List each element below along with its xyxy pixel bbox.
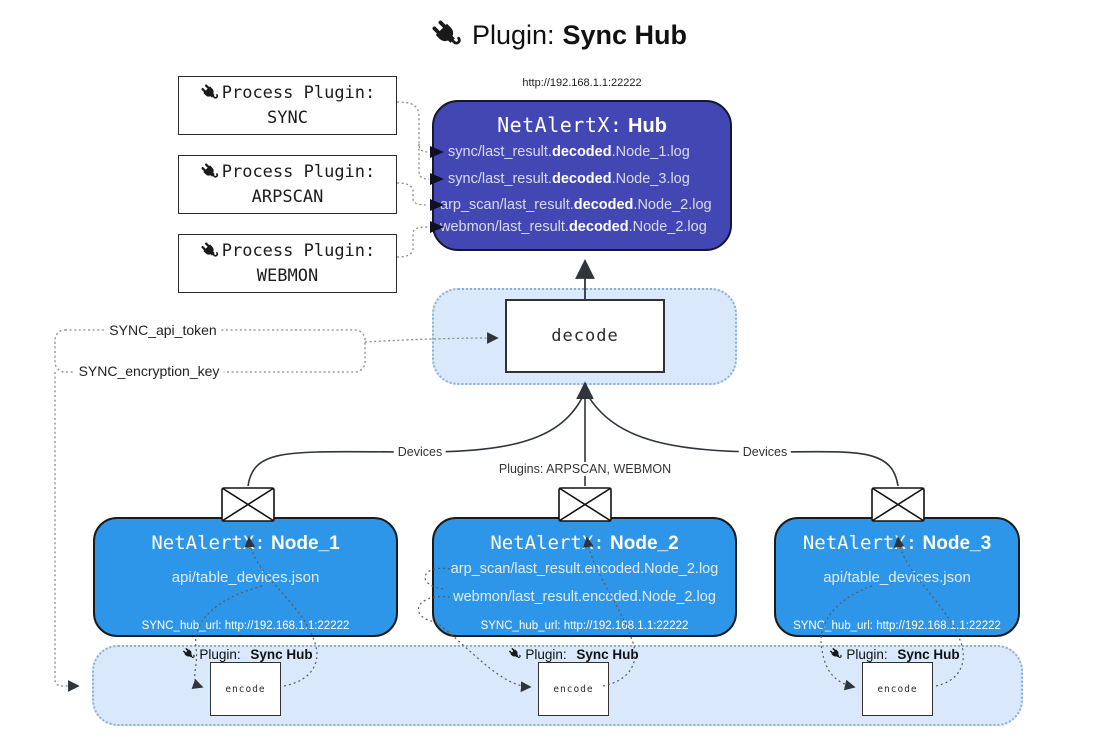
encode-plugin-label: Plugin: Sync Hub — [827, 645, 962, 662]
process-plugin-sync: Process Plugin: SYNC — [178, 76, 397, 135]
decode-box: decode — [505, 299, 665, 373]
hub-title-prefix: NetAlertX: — [497, 113, 623, 137]
page-title-prefix: Plugin: — [471, 19, 555, 50]
process-plugin-label: Process Plugin: — [221, 240, 376, 261]
node-1-file: api/table_devices.json — [171, 569, 320, 586]
plug-icon — [828, 645, 844, 662]
encode-box-1: encode — [210, 662, 281, 716]
hub-title: NetAlertX: Hub — [432, 113, 732, 138]
node-1-title: NetAlertX: Node_1 — [151, 532, 340, 554]
node-3-file: api/table_devices.json — [823, 569, 971, 586]
plug-icon — [198, 161, 220, 183]
process-plugin-label: Process Plugin: — [221, 161, 376, 182]
hub-url-label: http://192.168.1.1:22222 — [522, 77, 642, 89]
node-2-title: NetAlertX: Node_2 — [490, 532, 679, 554]
process-plugin-name: SYNC — [267, 107, 308, 128]
node-2-hub-url: SYNC_hub_url: http://192.168.1.1:22222 — [480, 620, 689, 632]
node-3-hub-url: SYNC_hub_url: http://192.168.1.1:22222 — [793, 620, 1001, 632]
plug-icon — [507, 645, 523, 662]
plug-icon — [429, 17, 464, 52]
node-2-file: arp_scan/last_result.encoded.Node_2.log — [450, 561, 719, 577]
process-plugin-name: WEBMON — [256, 265, 319, 286]
process-plugin-arpscan: Process Plugin: ARPSCAN — [178, 155, 397, 214]
plug-icon — [198, 82, 220, 104]
process-plugin-label: Process Plugin: — [221, 82, 376, 103]
hub-box — [432, 100, 732, 251]
node-3-box — [774, 517, 1020, 637]
decode-label: decode — [551, 326, 619, 346]
page-title: Plugin: Sync Hub — [0, 17, 1117, 52]
page-title-name: Sync Hub — [562, 19, 688, 50]
encode-plugin-label: Plugin: Sync Hub — [180, 645, 315, 662]
encode-plugin-label: Plugin: Sync Hub — [506, 645, 641, 662]
node-3-title: NetAlertX: Node_3 — [802, 532, 992, 554]
hub-log-line: webmon/last_result.decoded.Node_2.log — [440, 219, 707, 235]
plug-icon — [198, 240, 220, 262]
hub-log-line: sync/last_result.decoded.Node_1.log — [448, 144, 690, 160]
plug-icon — [181, 645, 197, 662]
node-2-file: webmon/last_result.encoded.Node_2.log — [453, 589, 716, 605]
process-plugin-name: ARPSCAN — [251, 186, 324, 207]
encode-box-3: encode — [862, 662, 933, 716]
node-1-hub-url: SYNC_hub_url: http://192.168.1.1:22222 — [141, 620, 350, 632]
hub-title-name: Hub — [628, 115, 667, 137]
process-plugin-webmon: Process Plugin: WEBMON — [178, 234, 397, 293]
encode-box-2: encode — [538, 662, 609, 716]
hub-log-line: arp_scan/last_result.decoded.Node_2.log — [440, 197, 712, 213]
hub-log-line: sync/last_result.decoded.Node_3.log — [448, 171, 690, 187]
